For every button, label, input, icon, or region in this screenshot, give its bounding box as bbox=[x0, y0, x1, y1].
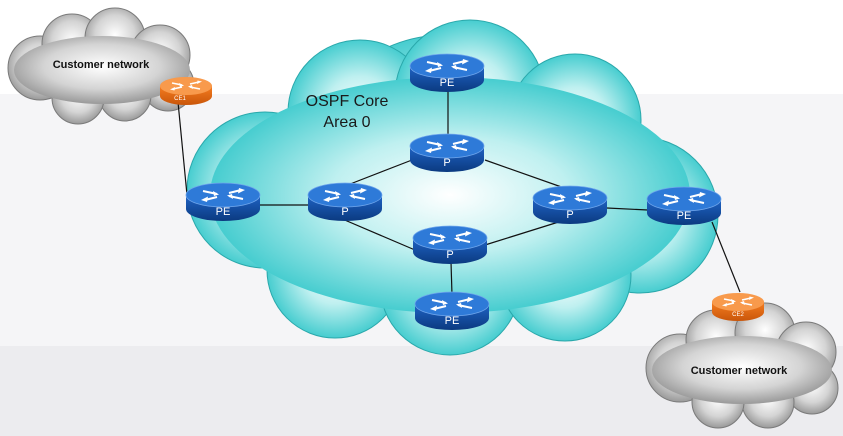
router-p-top: P bbox=[409, 133, 485, 173]
link-p-right-pe-right bbox=[606, 207, 649, 211]
router-label: P bbox=[566, 209, 573, 221]
customer-network-label-left: Customer network bbox=[53, 59, 150, 71]
router-icon bbox=[159, 76, 213, 106]
customer-cloud-left bbox=[7, 7, 195, 125]
router-p-bottom: P bbox=[412, 225, 488, 265]
link-p-left-p-bottom bbox=[339, 217, 416, 251]
router-label: CE2 bbox=[732, 312, 744, 318]
link-p-right-p-bottom bbox=[484, 219, 566, 246]
router-label: PE bbox=[216, 206, 231, 218]
router-label: PE bbox=[445, 315, 460, 327]
router-ce-left: CE1 bbox=[159, 76, 213, 106]
router-pe-bottom: PE bbox=[414, 291, 490, 331]
core-title-line2: Area 0 bbox=[323, 114, 370, 131]
link-p-top-p-left bbox=[344, 159, 413, 187]
link-p-top-p-right bbox=[484, 159, 571, 191]
link-p-bottom-pe-bottom bbox=[450, 261, 453, 296]
router-pe-top: PE bbox=[409, 53, 485, 93]
router-p-left: P bbox=[307, 182, 383, 222]
router-label: P bbox=[341, 206, 348, 218]
link-pe-right-ce-right bbox=[711, 221, 741, 293]
network-links bbox=[177, 85, 741, 296]
router-label: PE bbox=[677, 210, 692, 222]
router-label: CE1 bbox=[174, 96, 186, 102]
router-label: P bbox=[446, 249, 453, 261]
router-p-right: P bbox=[532, 185, 608, 225]
router-pe-right: PE bbox=[646, 186, 722, 226]
customer-cloud-right bbox=[645, 302, 839, 429]
router-label: PE bbox=[440, 77, 455, 89]
core-title-line1: OSPF Core bbox=[306, 93, 389, 110]
router-pe-left: PE bbox=[185, 182, 261, 222]
link-ce-left-pe-left bbox=[177, 101, 188, 196]
router-label: P bbox=[443, 157, 450, 169]
customer-network-label-right: Customer network bbox=[691, 365, 788, 377]
router-ce-right: CE2 bbox=[711, 292, 765, 322]
